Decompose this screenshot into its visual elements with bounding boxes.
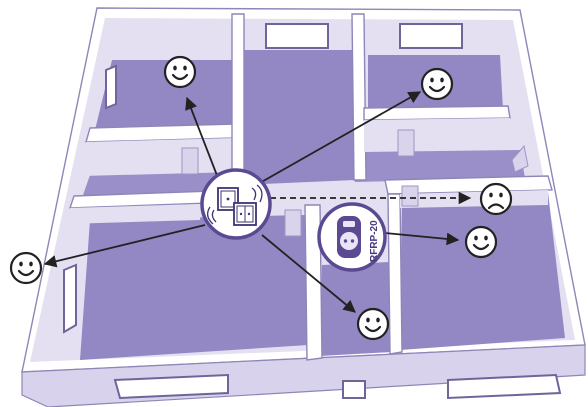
happy-face-icon bbox=[163, 55, 197, 89]
happy-face-icon bbox=[9, 251, 43, 285]
link-to-bottom-center bbox=[261, 234, 356, 313]
receiver-right-middle bbox=[479, 182, 513, 216]
floor-bottom-right bbox=[400, 192, 565, 350]
repeater-device: RFRP-20 bbox=[317, 202, 387, 272]
room-floors bbox=[80, 50, 565, 360]
floor-hall-right bbox=[355, 150, 525, 182]
receiver-right-bottom bbox=[464, 225, 498, 259]
repeater-label: RFRP-20 bbox=[369, 220, 380, 262]
door-right-end bbox=[511, 144, 529, 173]
window-front-right bbox=[447, 373, 562, 400]
link-repeater-to-right-bottom bbox=[384, 232, 460, 246]
link-to-top-left bbox=[185, 96, 219, 179]
window-left-lower bbox=[63, 263, 77, 334]
receiver-outside-left bbox=[9, 251, 43, 285]
link-to-top-right bbox=[257, 91, 422, 185]
window-left-upper bbox=[105, 64, 117, 110]
happy-face-icon bbox=[356, 307, 390, 341]
happy-face-icon bbox=[420, 67, 454, 101]
windows bbox=[63, 23, 562, 400]
window-top-right bbox=[399, 23, 463, 49]
sad-face-icon bbox=[479, 182, 513, 216]
receiver-top-right bbox=[420, 67, 454, 101]
door-hall-left bbox=[181, 147, 199, 175]
socket-repeater-icon bbox=[337, 216, 361, 258]
floor-bottom-center bbox=[320, 262, 392, 356]
floor-top-center bbox=[240, 50, 355, 185]
doors bbox=[181, 129, 529, 237]
window-front-left bbox=[113, 373, 229, 400]
happy-face-icon bbox=[464, 225, 498, 259]
wall-switch-transmitter-icon bbox=[206, 184, 263, 226]
hub-transmitter bbox=[200, 168, 272, 240]
door-hall-right bbox=[397, 129, 415, 157]
window-top-center bbox=[265, 23, 329, 49]
door-bottom-center bbox=[284, 209, 302, 237]
receiver-top-left bbox=[163, 55, 197, 89]
floor-top-left bbox=[95, 60, 232, 130]
door-bottom-right bbox=[401, 185, 419, 207]
receiver-bottom-center bbox=[356, 307, 390, 341]
signal-links bbox=[43, 91, 472, 313]
link-to-outside-left bbox=[43, 224, 206, 268]
floor-bottom-left bbox=[80, 215, 308, 360]
window-front-center bbox=[342, 380, 366, 399]
